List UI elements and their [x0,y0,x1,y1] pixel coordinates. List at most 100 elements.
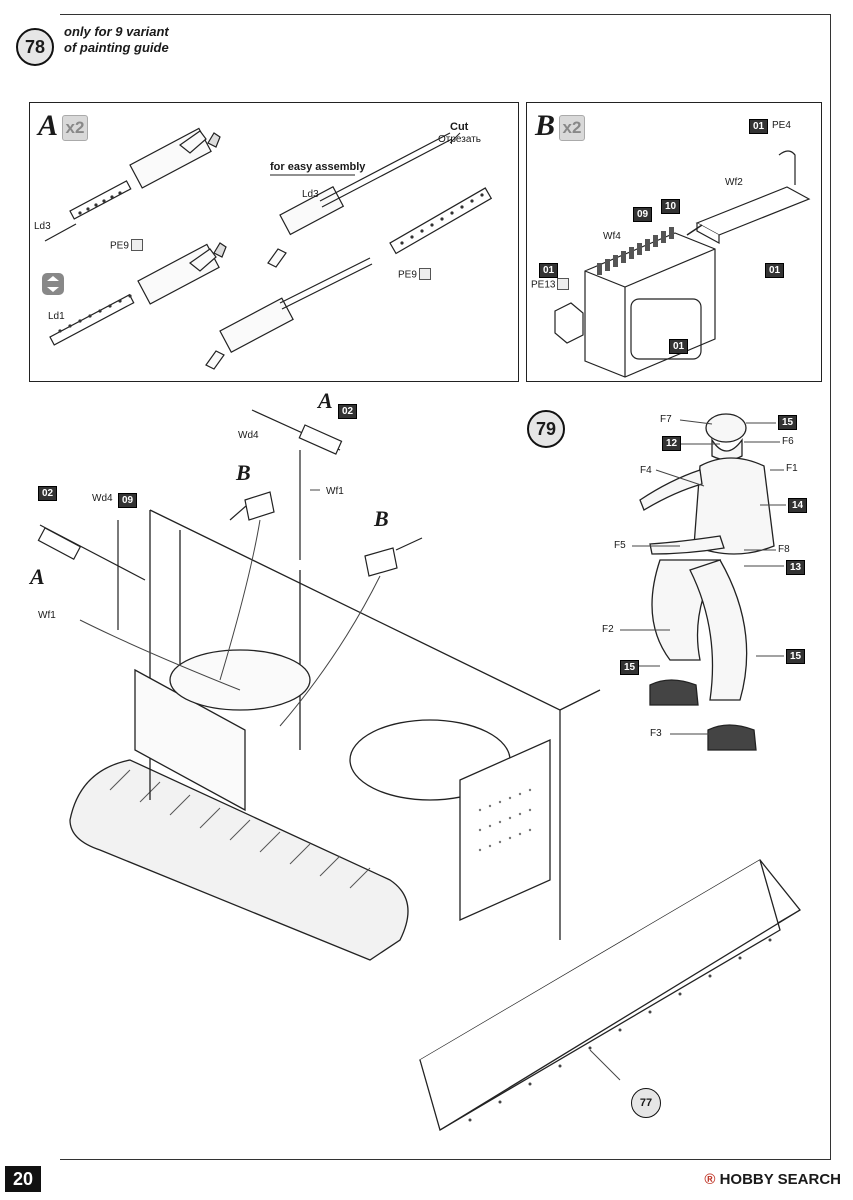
panel-b: B x2 01 PE4 Wf2 01 09 10 Wf4 01 PE13 [526,102,822,382]
variant-note-line2: of painting guide [64,40,169,55]
barrel-jacket-holes-3 [400,193,484,245]
panel-b-multiplier-text: x2 [562,118,582,137]
tag-15-left: 15 [620,660,640,675]
leader-lines [79,489,621,1081]
label-f2: F2 [602,624,614,635]
tag-02-left: 02 [38,486,58,501]
label-for-easy-assembly: for easy assembly [270,161,366,173]
barrel-jacket-right [389,187,493,255]
label-wf2: Wf2 [725,177,743,188]
panel-a-drawing [42,127,493,370]
photo-etch-icon [418,268,431,280]
callout-b-right: B [374,506,389,531]
lid-illustration [695,186,811,245]
callout-a-top: A [318,388,333,413]
label-f3: F3 [650,728,662,739]
label-wf4: Wf4 [603,231,621,242]
crawler-track [69,759,409,961]
hobby-search-watermark: ® HOBBY SEARCH [704,1171,841,1188]
blade-rivet-row [468,938,772,1122]
panel-a-multiplier-text: x2 [65,118,85,137]
mg-top-illustration [251,409,343,560]
tag-pe13: 01 [539,263,559,278]
label-pe13-text: PE13 [531,279,556,291]
label-cut-russian: Отрезать [438,134,481,145]
variant-note-line1: only for 9 variant [64,24,169,39]
handle-pe4 [778,150,796,185]
swap-arrows-icon [42,273,64,295]
callout-b-left: B [236,460,251,485]
tag-13: 13 [786,560,806,575]
label-f6: F6 [782,436,794,447]
step-77-number: 77 [639,1097,653,1109]
track-links [109,769,371,889]
label-ld1: Ld1 [48,311,65,322]
barrel-jacket-holes-1 [78,191,122,215]
step-79-number: 79 [535,418,557,439]
tag-09-left: 09 [118,493,138,508]
label-wf1-left: Wf1 [38,610,56,621]
tag-15-head: 15 [778,415,798,430]
step-79-badge: 79 [527,410,565,448]
callout-a-left: A [30,564,45,589]
panel-b-multiplier: x2 [559,115,585,141]
barrel-jacket-holes-2 [58,294,132,333]
label-ld3-b: Ld3 [302,189,319,200]
label-cut: Cut [450,121,469,133]
label-pe9-b: PE9 [398,268,431,281]
machine-gun-illustration-1 [44,127,221,242]
label-ld3-a: Ld3 [34,221,51,232]
panel-a: A x2 [29,102,519,382]
mg-left-illustration [37,520,146,630]
crew-figure [639,413,775,751]
page-number: 20 [5,1166,41,1192]
dozer-blade [419,859,801,1131]
ammo-box-callout-left [229,491,275,521]
ammo-belt-rounds [597,227,674,275]
panel-a-letter: A [38,109,59,142]
tag-02-top: 02 [338,404,358,419]
step-78-number: 78 [24,36,46,57]
machine-gun-illustration-3 [267,132,453,268]
photo-etch-icon [557,278,570,290]
label-wd4-left: Wd4 [92,493,113,504]
label-wd4-top: Wd4 [238,430,259,441]
latch-pe13 [554,302,584,344]
crew-leader-lines [620,419,786,735]
label-f1: F1 [786,463,798,474]
step-78-badge: 78 [16,28,54,66]
panel-a-multiplier: x2 [62,115,88,141]
label-f7: F7 [660,414,672,425]
right-border-line [830,14,831,1159]
tag-10: 10 [661,199,681,214]
machine-gun-illustration-4 [205,257,373,370]
label-pe4: PE4 [772,120,791,131]
radiator-grille-dots [478,788,532,852]
panel-b-letter: B [535,109,556,142]
variant-note: only for 9 variant of painting guide [64,24,169,56]
tag-12: 12 [662,436,682,451]
label-pe9-b-text: PE9 [398,269,417,281]
label-pe13: PE13 [531,278,570,291]
tag-15-right: 15 [786,649,806,664]
step-77-badge: 77 [631,1088,661,1118]
tag-pe4: 01 [749,119,769,134]
cut-leader [449,132,461,144]
label-f8: F8 [778,544,790,555]
photo-etch-icon [130,239,143,251]
seat-and-fender [134,649,311,812]
machine-gun-illustration-2 [49,242,227,346]
label-f4: F4 [640,465,652,476]
ammo-box-callout-right [364,537,423,577]
label-f5: F5 [614,540,626,551]
tag-14: 14 [788,498,808,513]
label-wf1-right: Wf1 [326,486,344,497]
lid-arrow [686,224,703,236]
bottom-border-line [60,1159,831,1160]
tag-box: 01 [669,339,689,354]
top-border-line [60,14,830,15]
engine-radiator [349,719,551,922]
watermark-brand: HOBBY SEARCH [719,1171,841,1188]
